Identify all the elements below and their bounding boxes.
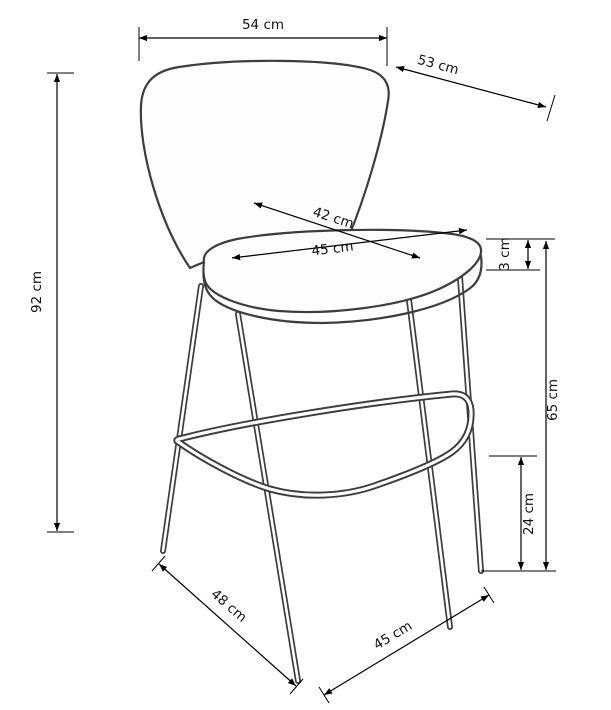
dimension-footrest-height: 24 cm <box>489 455 537 570</box>
dimension-seat-height: 65 cm <box>481 241 561 572</box>
extension-tick <box>289 678 304 695</box>
dim-label-seat-width: 45 cm <box>311 239 355 260</box>
dim-label-base-width: 45 cm <box>371 618 415 653</box>
dimension-overall-height: 92 cm <box>29 72 74 533</box>
dimension-line <box>231 227 468 261</box>
dim-label-seat-thickness: 3 cm <box>497 237 513 270</box>
dim-label-base-depth: 48 cm <box>208 586 250 626</box>
extension-tick <box>151 555 166 572</box>
extension-tick <box>546 94 556 122</box>
dimension-line <box>395 66 547 108</box>
dim-label-seat-height: 65 cm <box>545 379 561 421</box>
dimension-line <box>158 563 297 687</box>
stool-drawing <box>139 59 484 684</box>
stool-leg-front-left-highlight <box>236 312 300 683</box>
dim-label-overall-height: 92 cm <box>29 271 45 313</box>
dimension-seat-thickness: 3 cm <box>486 237 555 271</box>
dim-label-top-width: 54 cm <box>242 17 284 33</box>
dim-label-footrest-height: 24 cm <box>521 493 537 535</box>
dimension-seat-width: 45 cm <box>231 227 468 261</box>
stool-footrest <box>173 390 475 499</box>
dimension-base-width: 45 cm <box>318 586 495 704</box>
stool-legs <box>160 260 484 684</box>
stool-footrest-ring-highlight <box>175 392 473 497</box>
dimension-backrest-width: 53 cm <box>395 52 556 122</box>
dimension-line <box>323 594 490 696</box>
stool-seat-edge <box>202 254 483 325</box>
dimension-top-width: 54 cm <box>138 17 388 66</box>
stool-leg-rear-left-highlight <box>161 284 203 553</box>
